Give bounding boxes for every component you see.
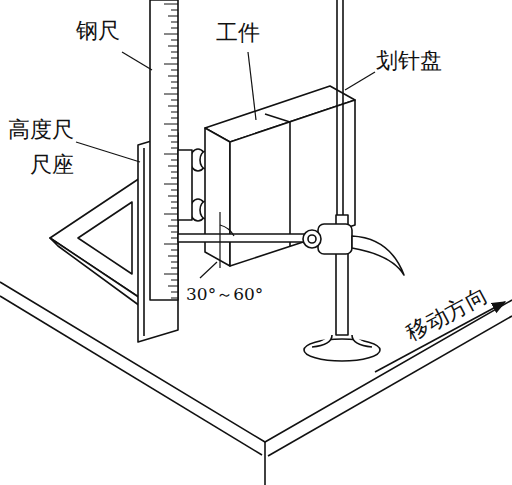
- ruler-tick: [171, 262, 178, 263]
- ruler-tick: [164, 4, 178, 5]
- ruler-tick: [164, 274, 178, 275]
- part-label: 划针盘: [376, 44, 442, 77]
- ruler-tick: [171, 58, 178, 59]
- ruler-tick: [171, 22, 178, 23]
- ruler-tick: [171, 220, 178, 221]
- ruler-tick: [164, 244, 178, 245]
- ruler-tick: [171, 118, 178, 119]
- ruler-tick: [171, 232, 178, 233]
- ruler-tick: [164, 34, 178, 35]
- ruler-tick: [171, 280, 178, 281]
- ruler-tick: [171, 238, 178, 239]
- ruler-tick: [168, 46, 178, 47]
- ruler-tick: [164, 214, 178, 215]
- angle-mark: [200, 212, 234, 278]
- ruler-tick: [168, 76, 178, 77]
- ruler-tick: [171, 82, 178, 83]
- ruler-tick: [168, 106, 178, 107]
- ruler-tick: [168, 196, 178, 197]
- ruler-tick: [171, 292, 178, 293]
- ruler-tick: [168, 136, 178, 137]
- part-label: 钢尺: [76, 14, 120, 47]
- ruler-tick: [171, 130, 178, 131]
- ruler-tick: [171, 112, 178, 113]
- ruler-tick: [171, 202, 178, 203]
- steel-ruler: [150, 0, 178, 300]
- ruler-tick: [171, 88, 178, 89]
- ruler-tick: [171, 10, 178, 11]
- ruler-tick: [164, 124, 178, 125]
- part-label: 工件: [216, 16, 260, 49]
- gauge-scriber: [178, 234, 312, 242]
- ruler-tick: [171, 268, 178, 269]
- ruler-tick: [164, 184, 178, 185]
- ruler-tick: [164, 64, 178, 65]
- ruler-tick: [171, 70, 178, 71]
- ruler-tick: [171, 250, 178, 251]
- ruler-tick: [168, 226, 178, 227]
- ruler-tick: [164, 154, 178, 155]
- ruler-tick: [171, 148, 178, 149]
- ruler-tick: [168, 286, 178, 287]
- ruler-tick: [171, 100, 178, 101]
- ruler-tick: [168, 16, 178, 17]
- ruler-tick: [168, 166, 178, 167]
- ruler-tick: [171, 160, 178, 161]
- ruler-tick: [171, 28, 178, 29]
- ruler-tick: [168, 256, 178, 257]
- ruler-tick: [171, 52, 178, 53]
- ruler-tick: [171, 298, 178, 299]
- ruler-tick: [171, 172, 178, 173]
- angle-label: 30°～60°: [186, 282, 263, 308]
- ruler-tick: [171, 178, 178, 179]
- ruler-tick: [171, 142, 178, 143]
- ruler-tick: [171, 40, 178, 41]
- ruler-tick: [171, 208, 178, 209]
- part-label: 高度尺 尺座: [2, 112, 74, 182]
- ruler-tick: [171, 190, 178, 191]
- direction-label: 移动方向: [400, 279, 493, 349]
- leader-lines: [76, 52, 375, 162]
- ruler-tick: [164, 94, 178, 95]
